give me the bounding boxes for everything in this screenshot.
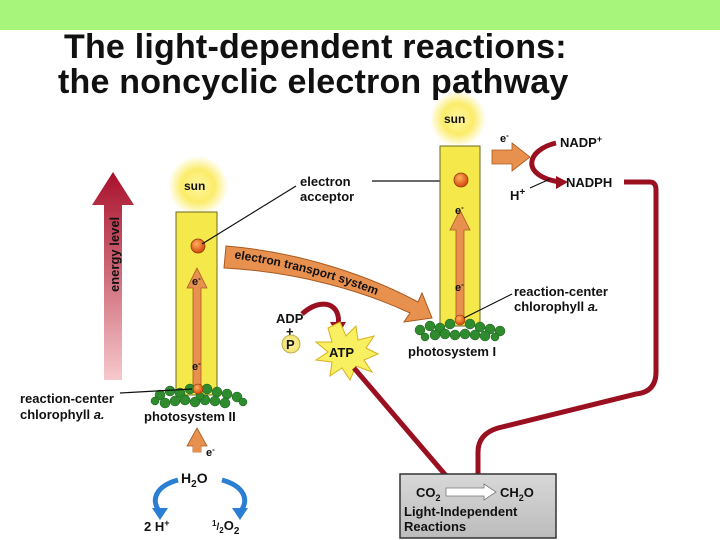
water-left-arrow (153, 477, 179, 514)
electron-acceptor-callout: electron acceptor (201, 174, 457, 245)
electron-label-ps1-upper: e- (455, 203, 464, 217)
ps1-reaction-center-dot (454, 314, 466, 326)
ps2-electron-arrow (186, 267, 208, 393)
lir-line2: Reactions (404, 519, 466, 534)
co2-to-ch2o-arrow (445, 483, 497, 501)
co2-label: CO2 (416, 485, 441, 503)
h2o-label: H2O (181, 470, 208, 490)
lir-line1: Light-Independent (404, 504, 518, 519)
rc-right-line2: chlorophyll a. (514, 299, 599, 314)
page-title: The light-dependent reactions: the noncy… (58, 30, 698, 100)
ps2-label: photosystem II (144, 409, 236, 424)
electron-label-ps1-lower: e- (455, 280, 464, 294)
nadph-formation: e- NADP+ NADPH H+ (491, 131, 612, 203)
adp-label: ADP (276, 311, 304, 326)
electron-acceptor-line1: electron (300, 174, 351, 189)
ps1-chlorophyll-cluster (414, 318, 506, 342)
electron-acceptor-line2: acceptor (300, 189, 354, 204)
photosystem-i-column: sun e- e- photosystem I (408, 91, 506, 359)
water-right-arrow (221, 477, 247, 514)
ps2-reaction-center-dot (192, 383, 204, 395)
light-independent-reactions-box: CO2 CH2O Light-Independent Reactions (399, 473, 557, 539)
nadp-label: NADP+ (560, 134, 602, 150)
nadph-label: NADPH (566, 175, 612, 190)
half-o2-label: 1/2O2 (212, 518, 240, 537)
atp-formation: ADP + P ATP (276, 301, 380, 382)
nadph-to-lir-arrow (475, 179, 659, 478)
phosphate-label: P (286, 337, 295, 352)
ps1-acceptor-dot (453, 172, 469, 188)
two-h-plus-label: 2 H+ (144, 518, 170, 534)
electron-transport-arrow: electron transport system (223, 245, 433, 323)
atp-label: ATP (329, 345, 354, 360)
top-accent-bar (0, 0, 720, 30)
electron-transport-label: electron transport system (234, 247, 381, 297)
electron-label-water: e- (206, 445, 215, 459)
electron-label-ps2-lower: e- (192, 359, 201, 373)
atp-starburst (314, 321, 380, 382)
ps1-electron-arrow (449, 209, 471, 323)
sun-left-label: sun (184, 179, 205, 193)
electron-label-nadp: e- (500, 131, 509, 145)
energy-level-arrow: energy level (92, 172, 134, 380)
atp-to-lir-arrow (352, 366, 450, 480)
rc-left-line2: chlorophyll a. (20, 407, 105, 422)
nadp-curve-arrow (529, 140, 561, 185)
rc-left-line1: reaction-center (20, 391, 114, 406)
electron-to-nadp-arrow (491, 142, 531, 172)
title-line-1: The light-dependent reactions: (64, 28, 567, 66)
ps1-reaction-center-label: reaction-center chlorophyll a. (463, 284, 608, 319)
plus-label: + (286, 324, 294, 339)
rc-right-line1: reaction-center (514, 284, 608, 299)
sun-right-glow (430, 91, 486, 147)
ps2-reaction-center-label: reaction-center chlorophyll a. (20, 388, 193, 422)
photosystem-ii-column: sun e- e- photosystem II (144, 156, 248, 424)
water-splitting: e- H2O 2 H+ 1/2O2 (144, 427, 248, 537)
sun-left-glow (168, 156, 228, 216)
title-line-2: the noncyclic electron pathway (58, 63, 569, 101)
electron-label-ps2-upper: e- (192, 274, 201, 288)
sun-right-label: sun (444, 112, 465, 126)
ch2o-label: CH2O (500, 485, 534, 503)
energy-level-label: energy level (107, 217, 122, 292)
h-plus-label: H+ (510, 187, 525, 203)
phosphate-circle (281, 334, 301, 354)
ps1-label: photosystem I (408, 344, 496, 359)
electron-acceptor-dot (190, 238, 206, 254)
adp-curve-arrow (300, 301, 341, 327)
